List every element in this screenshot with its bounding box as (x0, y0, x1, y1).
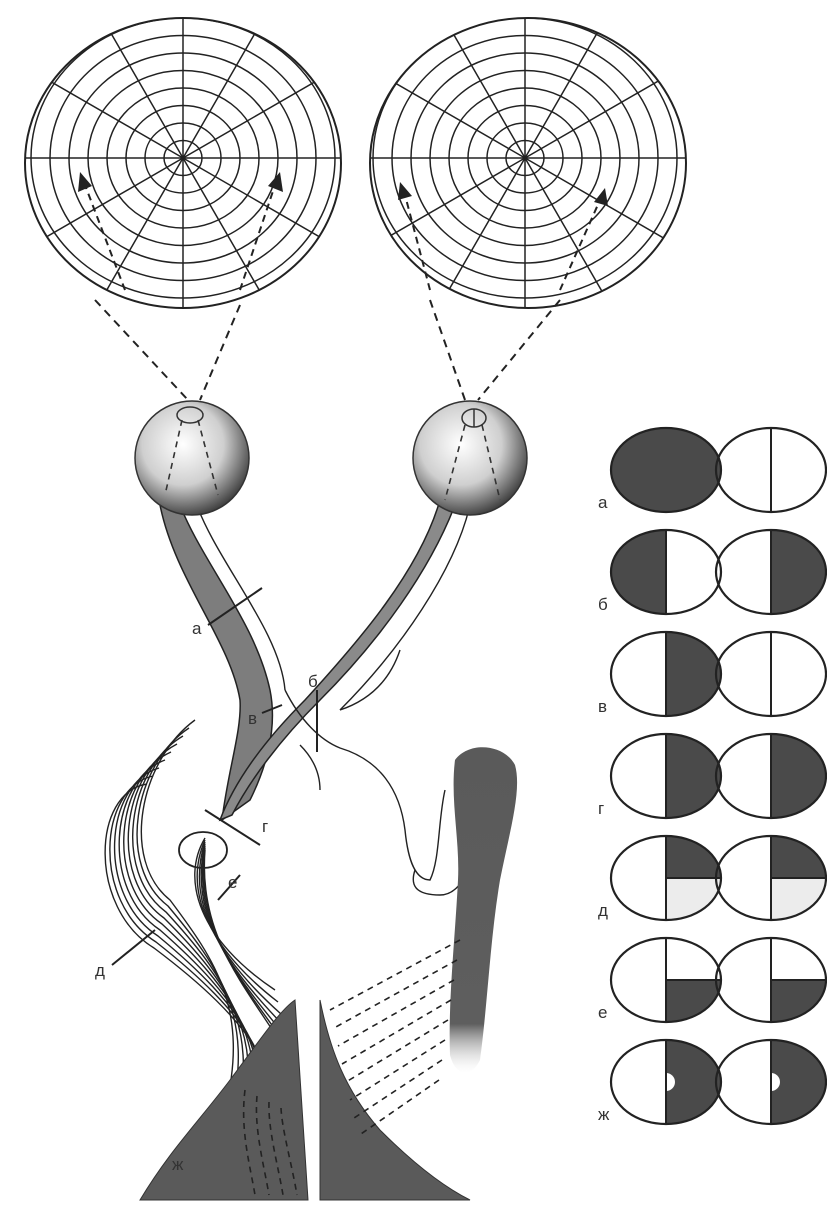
defect-row-label: д (598, 901, 608, 920)
cortex-fiber (338, 980, 454, 1046)
cortex-fiber (342, 1000, 451, 1064)
cortex-fiber (346, 1020, 448, 1082)
defect-field-left (666, 632, 721, 716)
defect-field-right (771, 734, 826, 818)
pathway-label-v: в (248, 709, 257, 728)
left-eyeball (135, 401, 249, 515)
field-meridian (425, 0, 525, 158)
defect-row-label: е (598, 1003, 607, 1022)
radiation-fiber (203, 846, 287, 1038)
pathway-label-b: б (308, 672, 318, 691)
defect-row-label: г (598, 799, 604, 818)
radiation-fiber (141, 720, 233, 1110)
defect-row-label: а (598, 493, 608, 512)
defect-field-right (771, 530, 826, 614)
pathway-label-e: е (228, 873, 237, 892)
field-meridian (525, 58, 698, 158)
field-meridian (83, 0, 183, 158)
field-meridian (352, 58, 525, 158)
visual-field-defects-legend: а б в г д е ж (598, 428, 826, 1124)
defect-row-label: в (598, 697, 607, 716)
pathway-label-g: г (262, 817, 268, 836)
field-meridian (10, 158, 183, 258)
defect-field-left (611, 530, 666, 614)
projection-cones (95, 300, 560, 400)
pathway-label-zh: ж (172, 1155, 184, 1174)
right-eyeball (413, 401, 527, 515)
field-meridian (525, 158, 698, 258)
field-meridian (183, 158, 356, 258)
right-visual-field-chart (325, 0, 725, 358)
cortex-fiber (350, 1040, 445, 1100)
pathway-label-d: д (95, 961, 105, 980)
radiation-fiber (137, 728, 238, 1113)
left-visual-field-chart (0, 0, 383, 358)
cortex-fiber (334, 960, 457, 1028)
defect-row-label: ж (598, 1105, 610, 1124)
defect-row-label: б (598, 595, 608, 614)
cortex-fiber (330, 940, 460, 1010)
field-meridian (183, 0, 283, 158)
pathway-label-a: а (192, 619, 202, 638)
right-optic-radiation (450, 747, 517, 1072)
defect-field-left (666, 734, 721, 818)
optic-pathway (160, 500, 470, 895)
field-projection-arrows (85, 185, 600, 290)
occipital-cortex (140, 1000, 470, 1200)
